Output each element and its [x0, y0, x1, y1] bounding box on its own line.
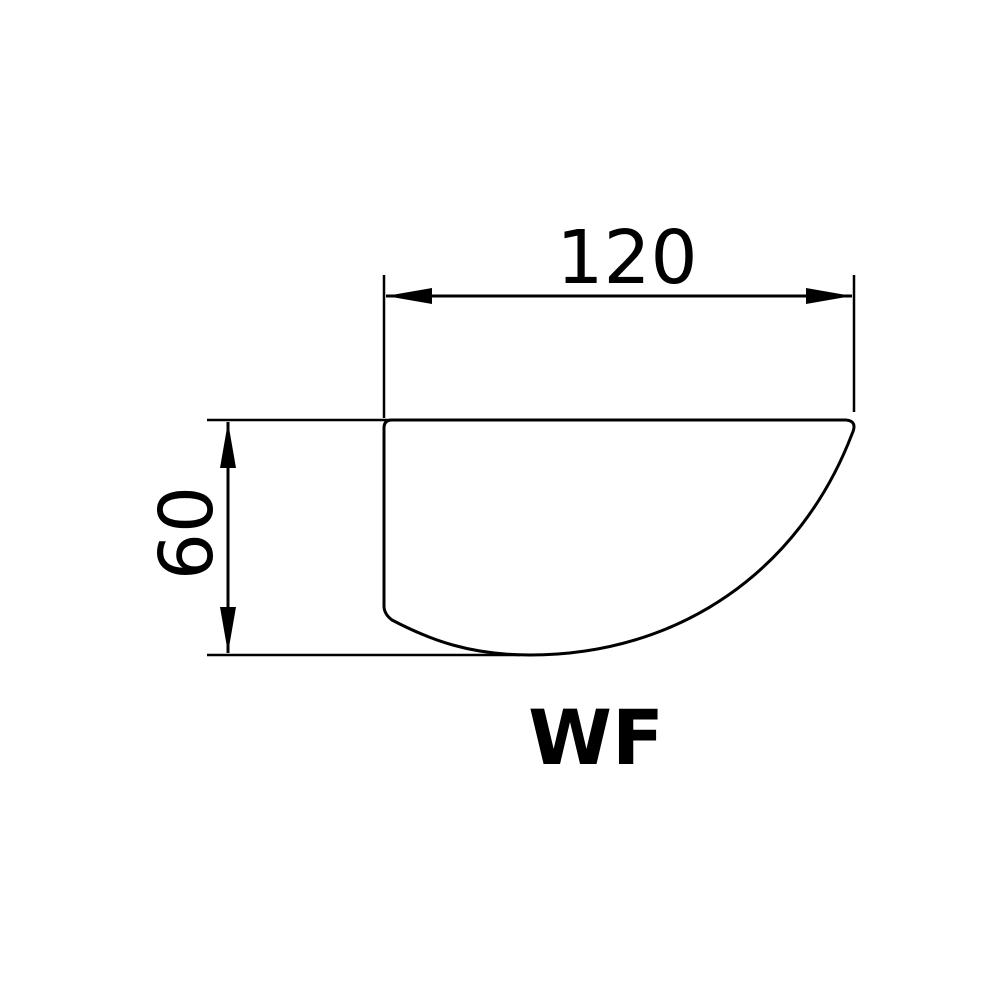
height-dimension: 60 — [144, 418, 520, 657]
width-dimension-value: 120 — [556, 215, 697, 301]
profile-outline — [382, 418, 856, 657]
width-dimension: 120 — [382, 215, 856, 418]
profile-label: WF — [528, 693, 664, 782]
height-dimension-value: 60 — [144, 486, 230, 580]
